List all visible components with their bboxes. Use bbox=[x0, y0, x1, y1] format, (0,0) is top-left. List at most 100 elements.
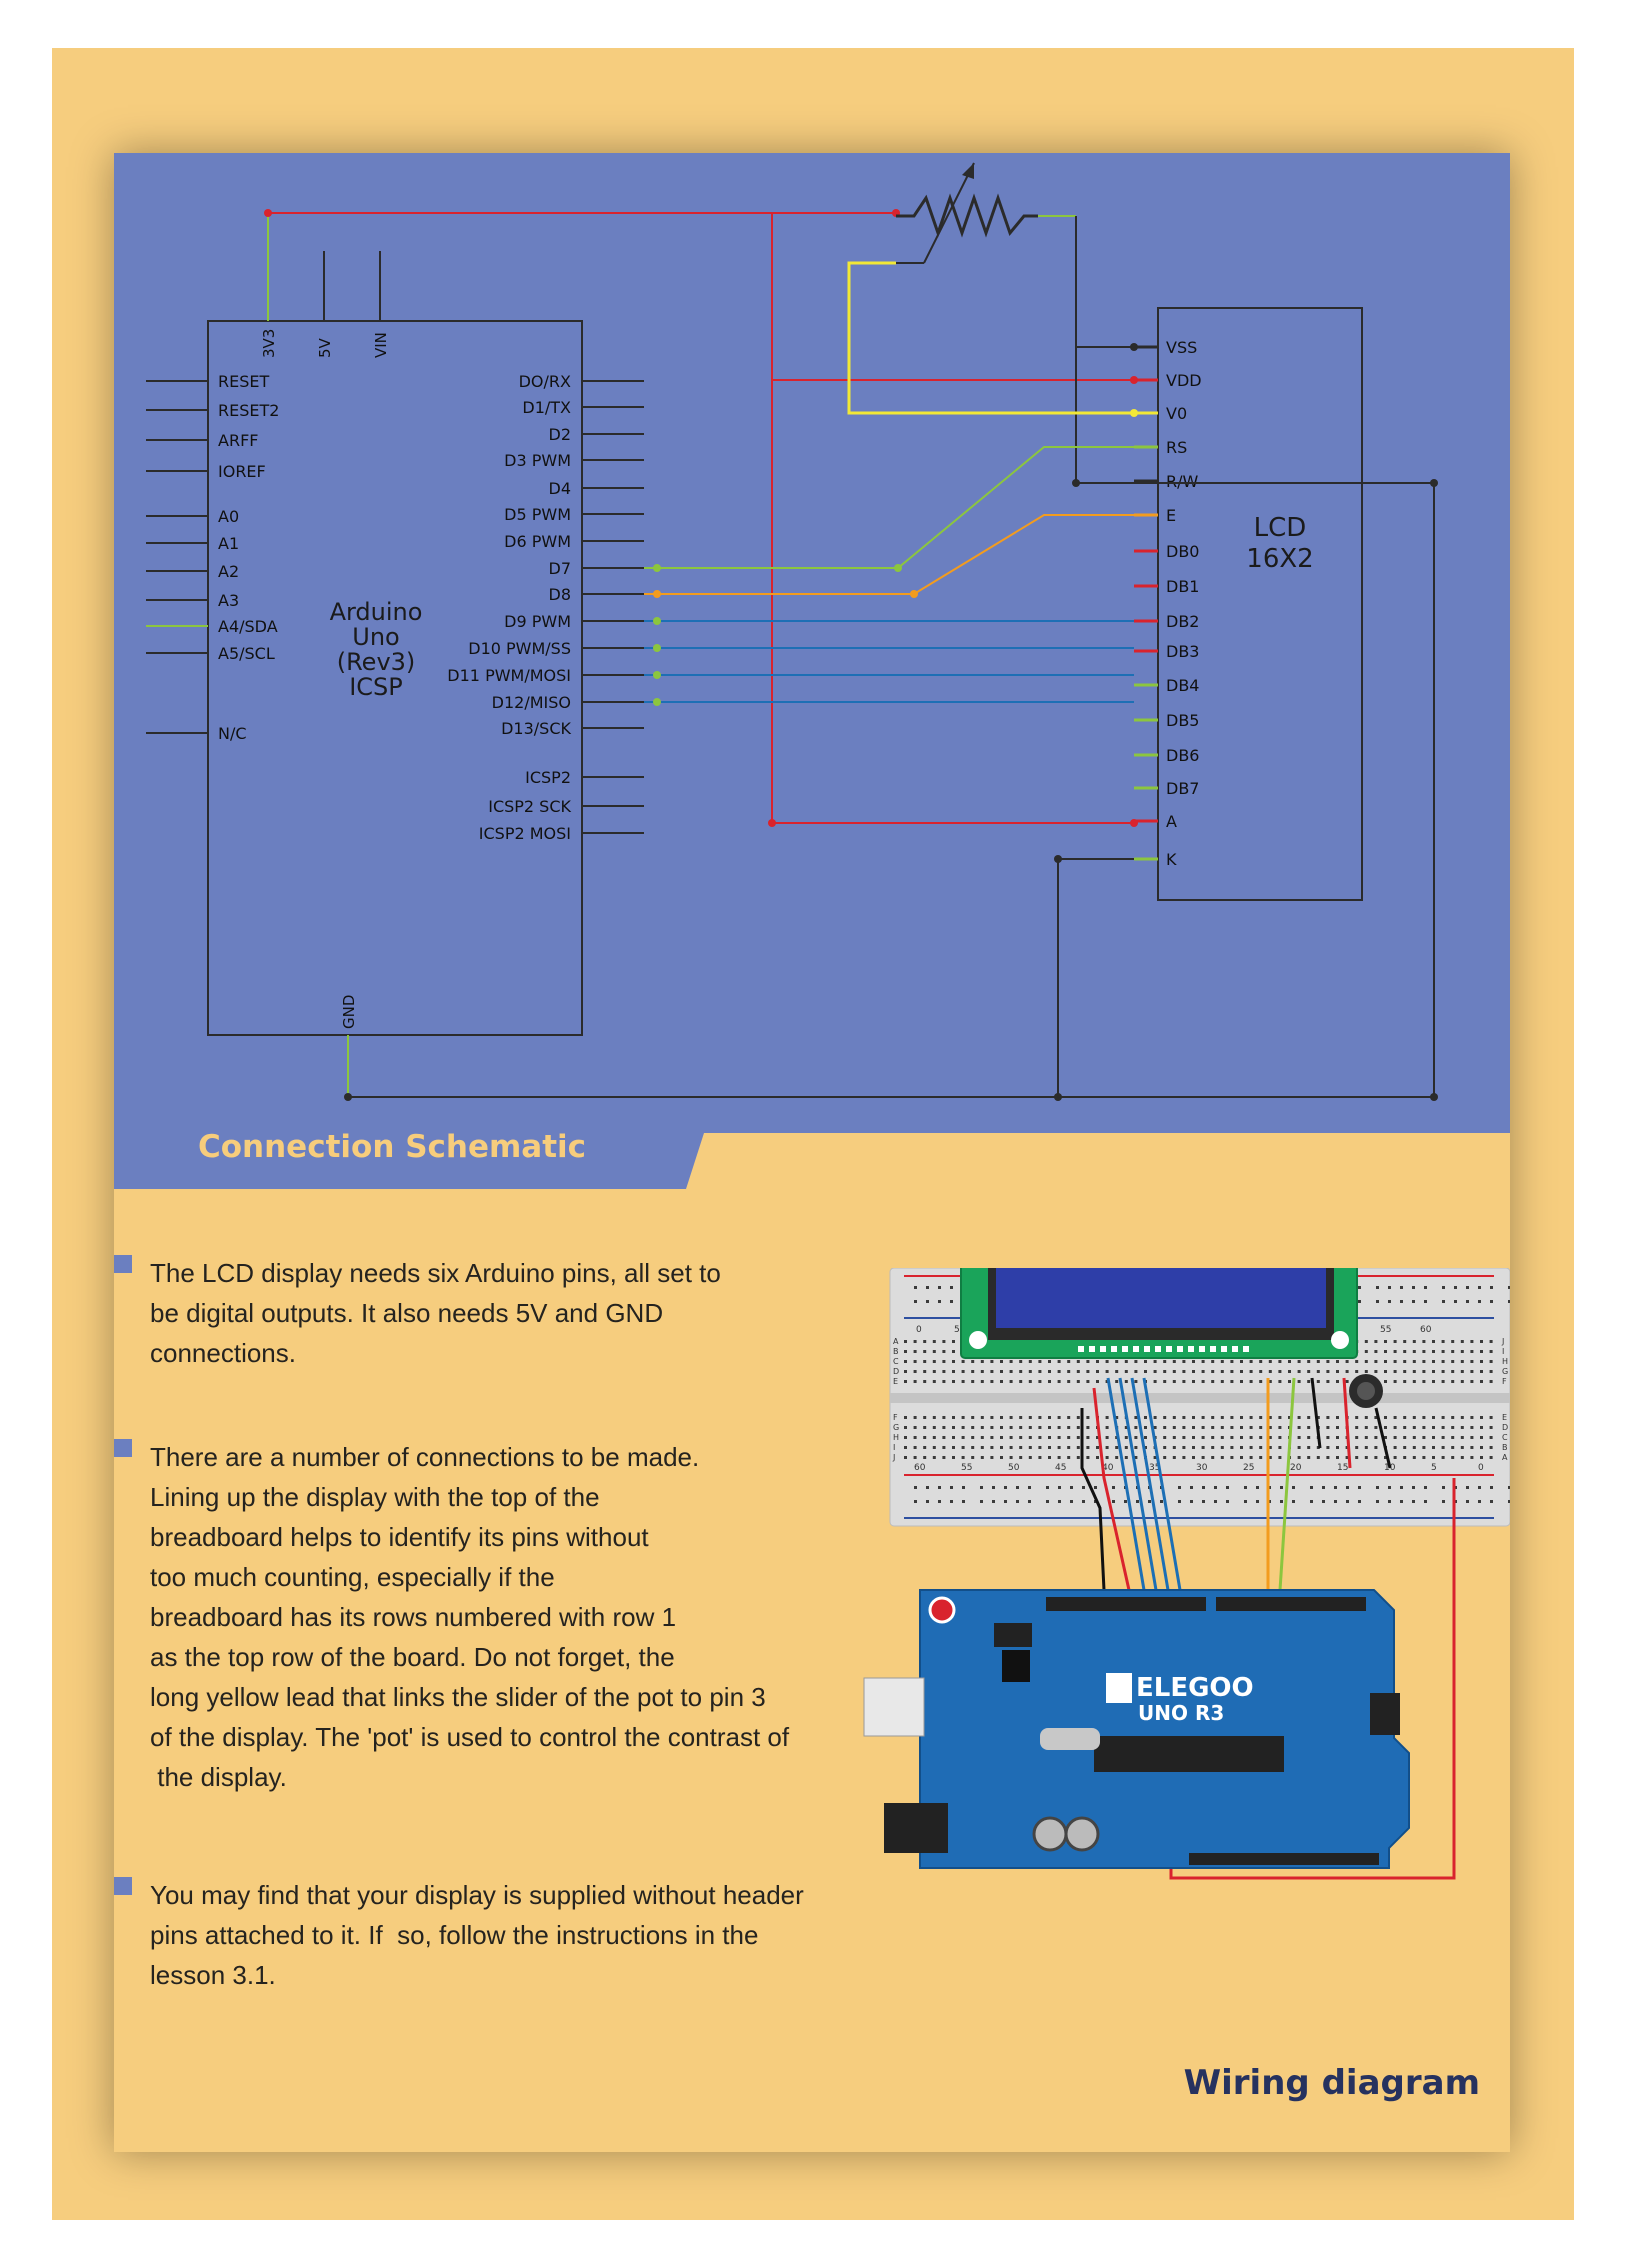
breadboard-hole bbox=[1326, 1426, 1330, 1429]
breadboard-hole bbox=[1441, 1380, 1445, 1383]
breadboard-hole bbox=[1336, 1370, 1339, 1373]
breadboard-hole bbox=[913, 1370, 917, 1373]
breadboard-hole bbox=[952, 1340, 955, 1343]
junction-dot bbox=[653, 671, 661, 679]
breadboard-hole bbox=[1057, 1416, 1061, 1419]
schematic-background bbox=[114, 153, 1510, 1189]
bb-bottom-num: 5 bbox=[1431, 1463, 1437, 1473]
breadboard-rail-hole bbox=[1046, 1486, 1049, 1489]
breadboard-hole bbox=[1028, 1380, 1032, 1383]
breadboard-hole bbox=[1144, 1426, 1147, 1429]
breadboard-rail-hole bbox=[1442, 1286, 1445, 1289]
breadboard-hole bbox=[1441, 1340, 1445, 1343]
breadboard-rail-hole bbox=[1226, 1500, 1229, 1503]
breadboard-hole bbox=[1153, 1380, 1157, 1383]
breadboard-hole bbox=[1134, 1360, 1138, 1363]
breadboard-rail-hole bbox=[980, 1486, 983, 1489]
breadboard-hole bbox=[1393, 1350, 1397, 1353]
breadboard-hole bbox=[990, 1416, 994, 1419]
breadboard-hole bbox=[1144, 1446, 1147, 1449]
breadboard-hole bbox=[1000, 1426, 1003, 1429]
breadboard-rail-hole bbox=[962, 1486, 965, 1489]
breadboard-hole bbox=[904, 1446, 907, 1449]
breadboard-hole bbox=[1364, 1340, 1368, 1343]
breadboard-hole bbox=[913, 1436, 917, 1439]
breadboard-hole bbox=[1048, 1370, 1051, 1373]
arduino-label-2: Uno bbox=[352, 623, 399, 651]
breadboard-hole bbox=[1489, 1380, 1493, 1383]
breadboard-hole bbox=[1201, 1456, 1205, 1459]
breadboard-hole bbox=[1460, 1380, 1464, 1383]
breadboard-hole bbox=[990, 1436, 994, 1439]
breadboard-hole bbox=[980, 1426, 984, 1429]
breadboard-hole bbox=[980, 1436, 984, 1439]
breadboard-hole bbox=[1460, 1350, 1464, 1353]
breadboard-hole bbox=[913, 1350, 917, 1353]
breadboard-rail-hole bbox=[1400, 1486, 1403, 1489]
breadboard-hole bbox=[1480, 1416, 1483, 1419]
lcd-header-pin bbox=[1100, 1346, 1106, 1352]
bb-row-letter: J bbox=[1501, 1337, 1504, 1346]
breadboard-hole bbox=[971, 1360, 975, 1363]
breadboard-hole bbox=[913, 1456, 917, 1459]
breadboard-hole bbox=[1240, 1360, 1243, 1363]
junction-dot bbox=[1130, 376, 1138, 384]
breadboard-hole bbox=[1211, 1436, 1215, 1439]
breadboard-hole bbox=[1307, 1426, 1311, 1429]
arduino-right-pin-label: D13/SCK bbox=[501, 719, 571, 738]
bb-row-letter: C bbox=[1502, 1433, 1508, 1442]
breadboard-hole bbox=[1134, 1370, 1138, 1373]
breadboard-hole bbox=[1355, 1370, 1359, 1373]
lcd-pin-label: DB5 bbox=[1166, 711, 1199, 730]
bb-row-letter: H bbox=[1502, 1357, 1508, 1366]
breadboard-rail-hole bbox=[1070, 1486, 1073, 1489]
breadboard-hole bbox=[1182, 1360, 1186, 1363]
board-brand: ELEGOO bbox=[1136, 1673, 1254, 1703]
breadboard-hole bbox=[1259, 1456, 1263, 1459]
breadboard-hole bbox=[1096, 1436, 1099, 1439]
breadboard-hole bbox=[1460, 1370, 1464, 1373]
breadboard-rail-hole bbox=[1346, 1486, 1349, 1489]
lcd-pin-label: DB1 bbox=[1166, 577, 1199, 596]
breadboard-hole bbox=[1096, 1370, 1099, 1373]
breadboard-hole bbox=[1000, 1360, 1003, 1363]
breadboard-hole bbox=[1230, 1370, 1234, 1373]
breadboard-hole bbox=[1326, 1416, 1330, 1419]
breadboard-hole bbox=[1134, 1416, 1138, 1419]
breadboard-hole bbox=[1364, 1350, 1368, 1353]
breadboard-hole bbox=[1201, 1426, 1205, 1429]
breadboard-hole bbox=[1009, 1456, 1013, 1459]
breadboard-hole bbox=[1000, 1436, 1003, 1439]
breadboard-hole bbox=[1451, 1446, 1455, 1449]
breadboard-hole bbox=[1336, 1416, 1339, 1419]
breadboard-hole bbox=[1153, 1456, 1157, 1459]
breadboard-hole bbox=[1038, 1456, 1042, 1459]
breadboard-rail-hole bbox=[1358, 1486, 1361, 1489]
breadboard-hole bbox=[1153, 1360, 1157, 1363]
breadboard-hole bbox=[1480, 1446, 1483, 1449]
lcd-pin-label: K bbox=[1166, 850, 1177, 869]
breadboard-hole bbox=[1422, 1436, 1426, 1439]
breadboard-hole bbox=[1163, 1426, 1167, 1429]
breadboard-hole bbox=[1105, 1370, 1109, 1373]
breadboard-hole bbox=[1441, 1360, 1445, 1363]
arduino-left-pin-label: ARFF bbox=[218, 431, 258, 450]
breadboard-rail-hole bbox=[1442, 1486, 1445, 1489]
breadboard-hole bbox=[1374, 1456, 1378, 1459]
breadboard-hole bbox=[1019, 1360, 1023, 1363]
arduino-right-pin-label: D4 bbox=[549, 479, 572, 498]
breadboard-hole bbox=[1384, 1380, 1387, 1383]
breadboard-hole bbox=[1201, 1446, 1205, 1449]
breadboard-rail-hole bbox=[1244, 1486, 1247, 1489]
breadboard-rail-hole bbox=[1190, 1486, 1193, 1489]
breadboard-hole bbox=[1096, 1380, 1099, 1383]
breadboard-hole bbox=[1249, 1380, 1253, 1383]
breadboard-hole bbox=[1278, 1360, 1282, 1363]
breadboard-hole bbox=[923, 1446, 927, 1449]
breadboard-hole bbox=[904, 1416, 907, 1419]
breadboard-hole bbox=[1403, 1360, 1407, 1363]
breadboard-hole bbox=[1412, 1456, 1416, 1459]
breadboard-hole bbox=[932, 1436, 936, 1439]
bb-row-letter: E bbox=[1502, 1413, 1507, 1422]
breadboard-rail-hole bbox=[1256, 1486, 1259, 1489]
